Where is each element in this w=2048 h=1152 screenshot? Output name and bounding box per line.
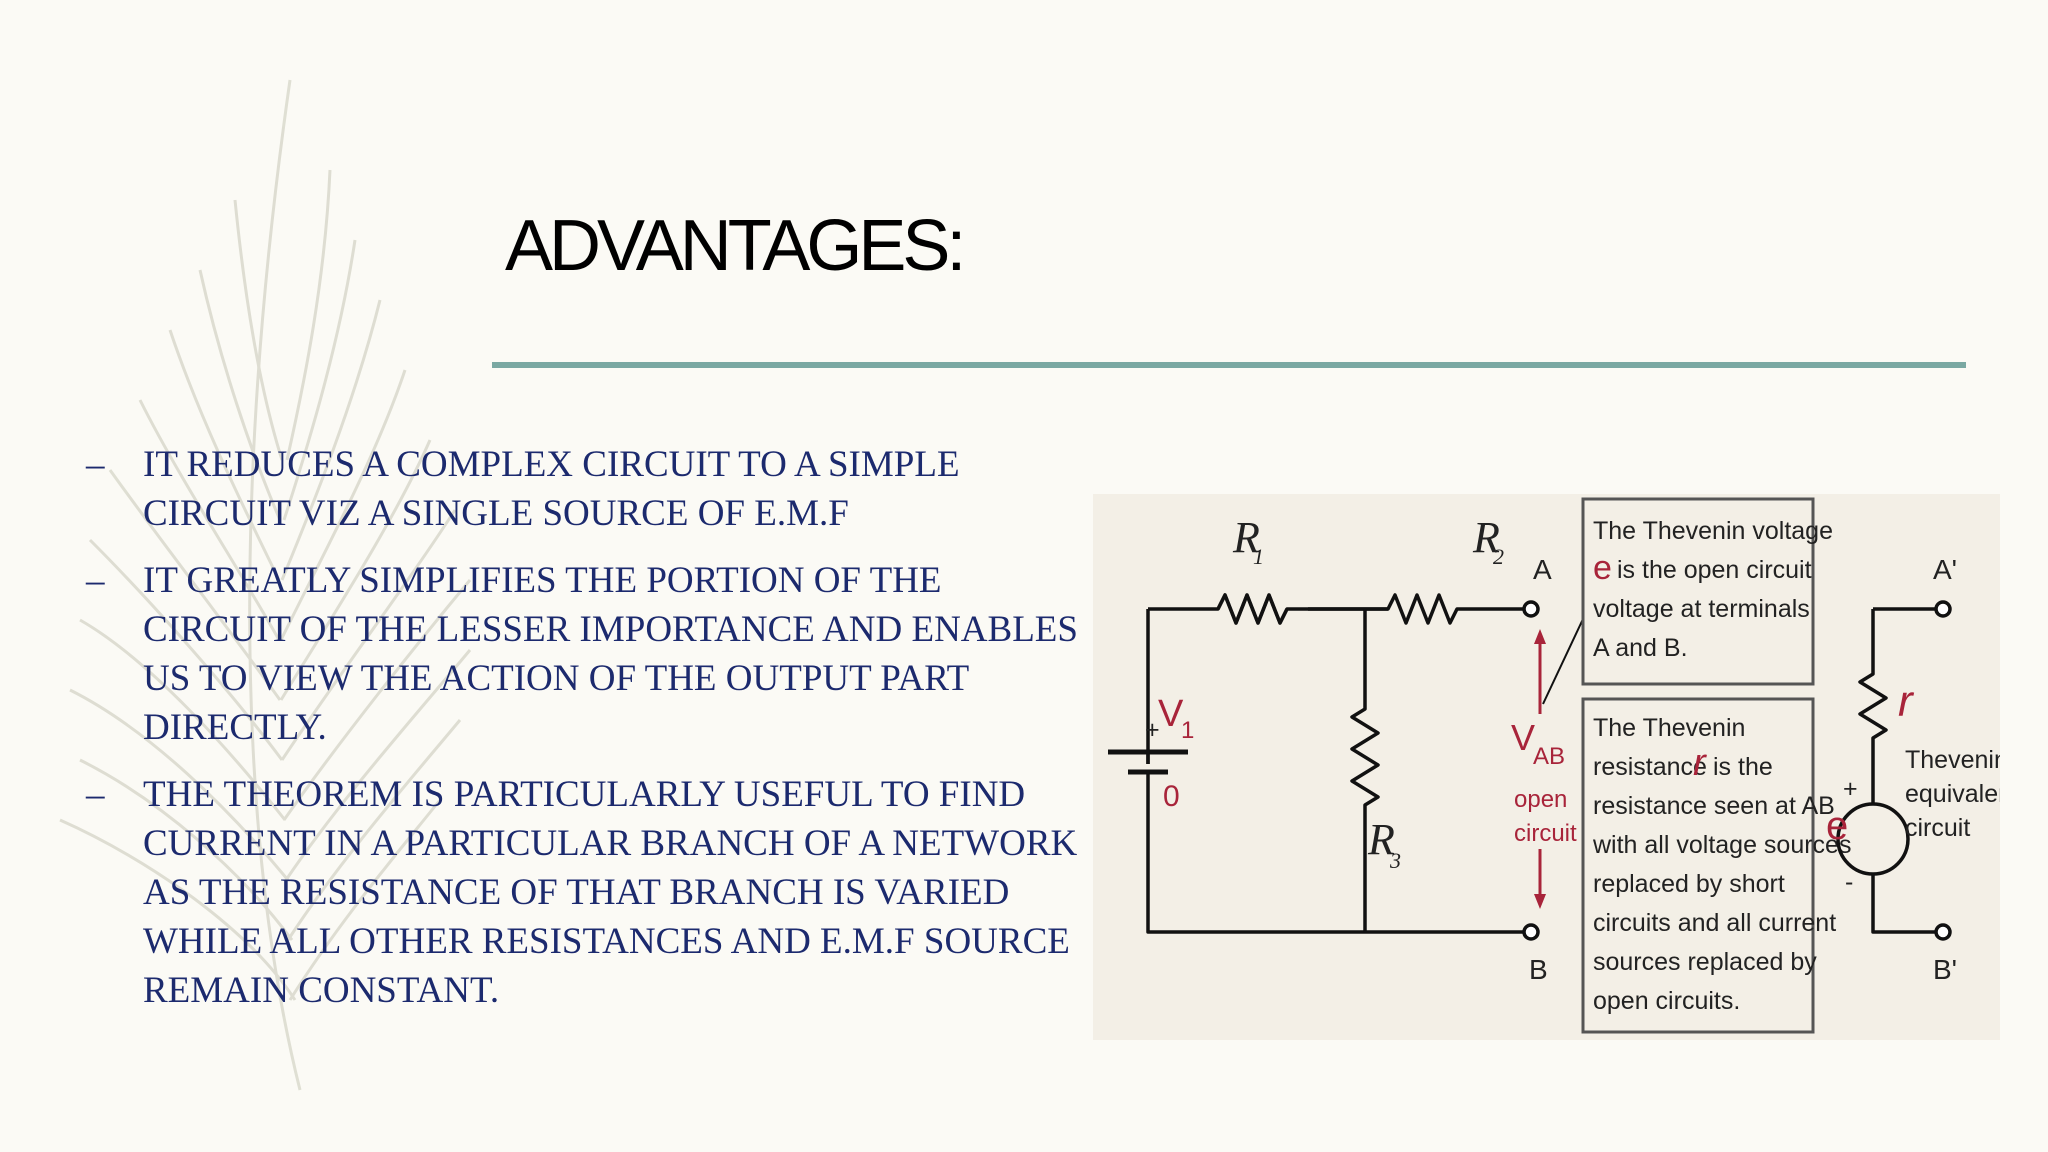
r1-zigzag	[1216, 593, 1289, 625]
box2-symbol: r	[1693, 742, 1707, 784]
v1-zero-label: 0	[1163, 780, 1180, 813]
bullet-marker: –	[86, 560, 105, 601]
equivalent-r-label: r	[1898, 677, 1915, 726]
circuit-label: circuit	[1514, 820, 1577, 847]
box2-line: resistance seen at AB	[1593, 792, 1835, 820]
bullet-item: – THE THEOREM IS PARTICULARLY USEFUL TO …	[80, 770, 1080, 1015]
bullet-text: THE THEOREM IS PARTICULARLY USEFUL TO FI…	[143, 774, 1078, 1011]
box2-line: replaced by short	[1593, 870, 1785, 898]
advantages-list: – IT REDUCES A COMPLEX CIRCUIT TO A SIMP…	[80, 440, 1080, 1033]
v1-label: V	[1158, 693, 1184, 735]
bullet-text: IT REDUCES A COMPLEX CIRCUIT TO A SIMPLE…	[143, 444, 960, 534]
terminal-a-label: A	[1533, 554, 1552, 585]
box2-line: open circuits.	[1593, 987, 1740, 1015]
vab-subscript: AB	[1533, 743, 1565, 770]
v1-subscript: 1	[1181, 717, 1194, 744]
bullet-item: – IT REDUCES A COMPLEX CIRCUIT TO A SIMP…	[80, 440, 1080, 538]
r2-wire	[1308, 593, 1523, 625]
slide-title: ADVANTAGES:	[505, 206, 966, 286]
r2-subscript: 2	[1493, 544, 1504, 569]
equivalent-e-label: e	[1826, 804, 1848, 848]
box2-line: with all voltage sources	[1592, 831, 1851, 859]
box1-line: is the open circuit	[1617, 556, 1812, 584]
thevenin-voltage-box	[1581, 497, 1815, 686]
box1-line: The Thevenin voltage	[1593, 517, 1833, 545]
bullet-item: – IT GREATLY SIMPLIFIES THE PORTION OF T…	[80, 556, 1080, 752]
terminal-a-prime-label: A'	[1933, 554, 1957, 585]
v1-plus-sign: +	[1145, 716, 1160, 744]
terminal-b-prime-node	[1934, 923, 1952, 941]
equivalent-minus-sign: -	[1845, 868, 1853, 896]
box2-line: circuits and all current	[1593, 909, 1836, 937]
box1-symbol: e	[1593, 549, 1612, 587]
box2-line: sources replaced by	[1593, 948, 1817, 976]
box2-line: is the	[1713, 753, 1773, 781]
thevenin-circuit-diagram: R 1 R 2 R 3 A B V 1 + 0 V AB open circui…	[1093, 494, 2000, 1040]
bullet-marker: –	[86, 774, 105, 815]
equivalent-caption-line: equivalent	[1905, 780, 2000, 808]
equivalent-bottom-wire	[1871, 874, 1943, 934]
terminal-a-prime-node	[1934, 600, 1952, 618]
vab-label: V	[1511, 717, 1535, 758]
r1-subscript: 1	[1253, 544, 1264, 569]
equivalent-plus-sign: +	[1843, 775, 1858, 803]
thevenin-resistance-box	[1581, 697, 1815, 1034]
terminal-b-node	[1522, 923, 1540, 941]
r3-subscript: 3	[1389, 848, 1401, 873]
equivalent-caption-line: circuit	[1905, 814, 1970, 842]
open-label: open	[1514, 786, 1567, 813]
equivalent-caption-line: Thevenin	[1905, 746, 2000, 774]
terminal-a-node	[1522, 600, 1540, 618]
bullet-text: IT GREATLY SIMPLIFIES THE PORTION OF THE…	[143, 560, 1078, 748]
box1-line: A and B.	[1593, 634, 1688, 662]
bullet-marker: –	[86, 444, 105, 485]
left-wire-lower	[1146, 794, 1523, 934]
box2-line: The Thevenin	[1593, 714, 1745, 742]
r2-label: R	[1472, 513, 1500, 562]
r3-label: R	[1367, 815, 1395, 864]
r3-branch	[1350, 609, 1380, 932]
r1-label: R	[1232, 513, 1260, 562]
box2-line: resistance	[1593, 753, 1707, 781]
box1-line: voltage at terminals	[1593, 595, 1810, 623]
title-divider	[492, 362, 1966, 368]
terminal-b-prime-label: B'	[1933, 954, 1957, 985]
terminal-b-label: B	[1529, 954, 1548, 985]
equivalent-r-zigzag	[1858, 609, 1888, 804]
